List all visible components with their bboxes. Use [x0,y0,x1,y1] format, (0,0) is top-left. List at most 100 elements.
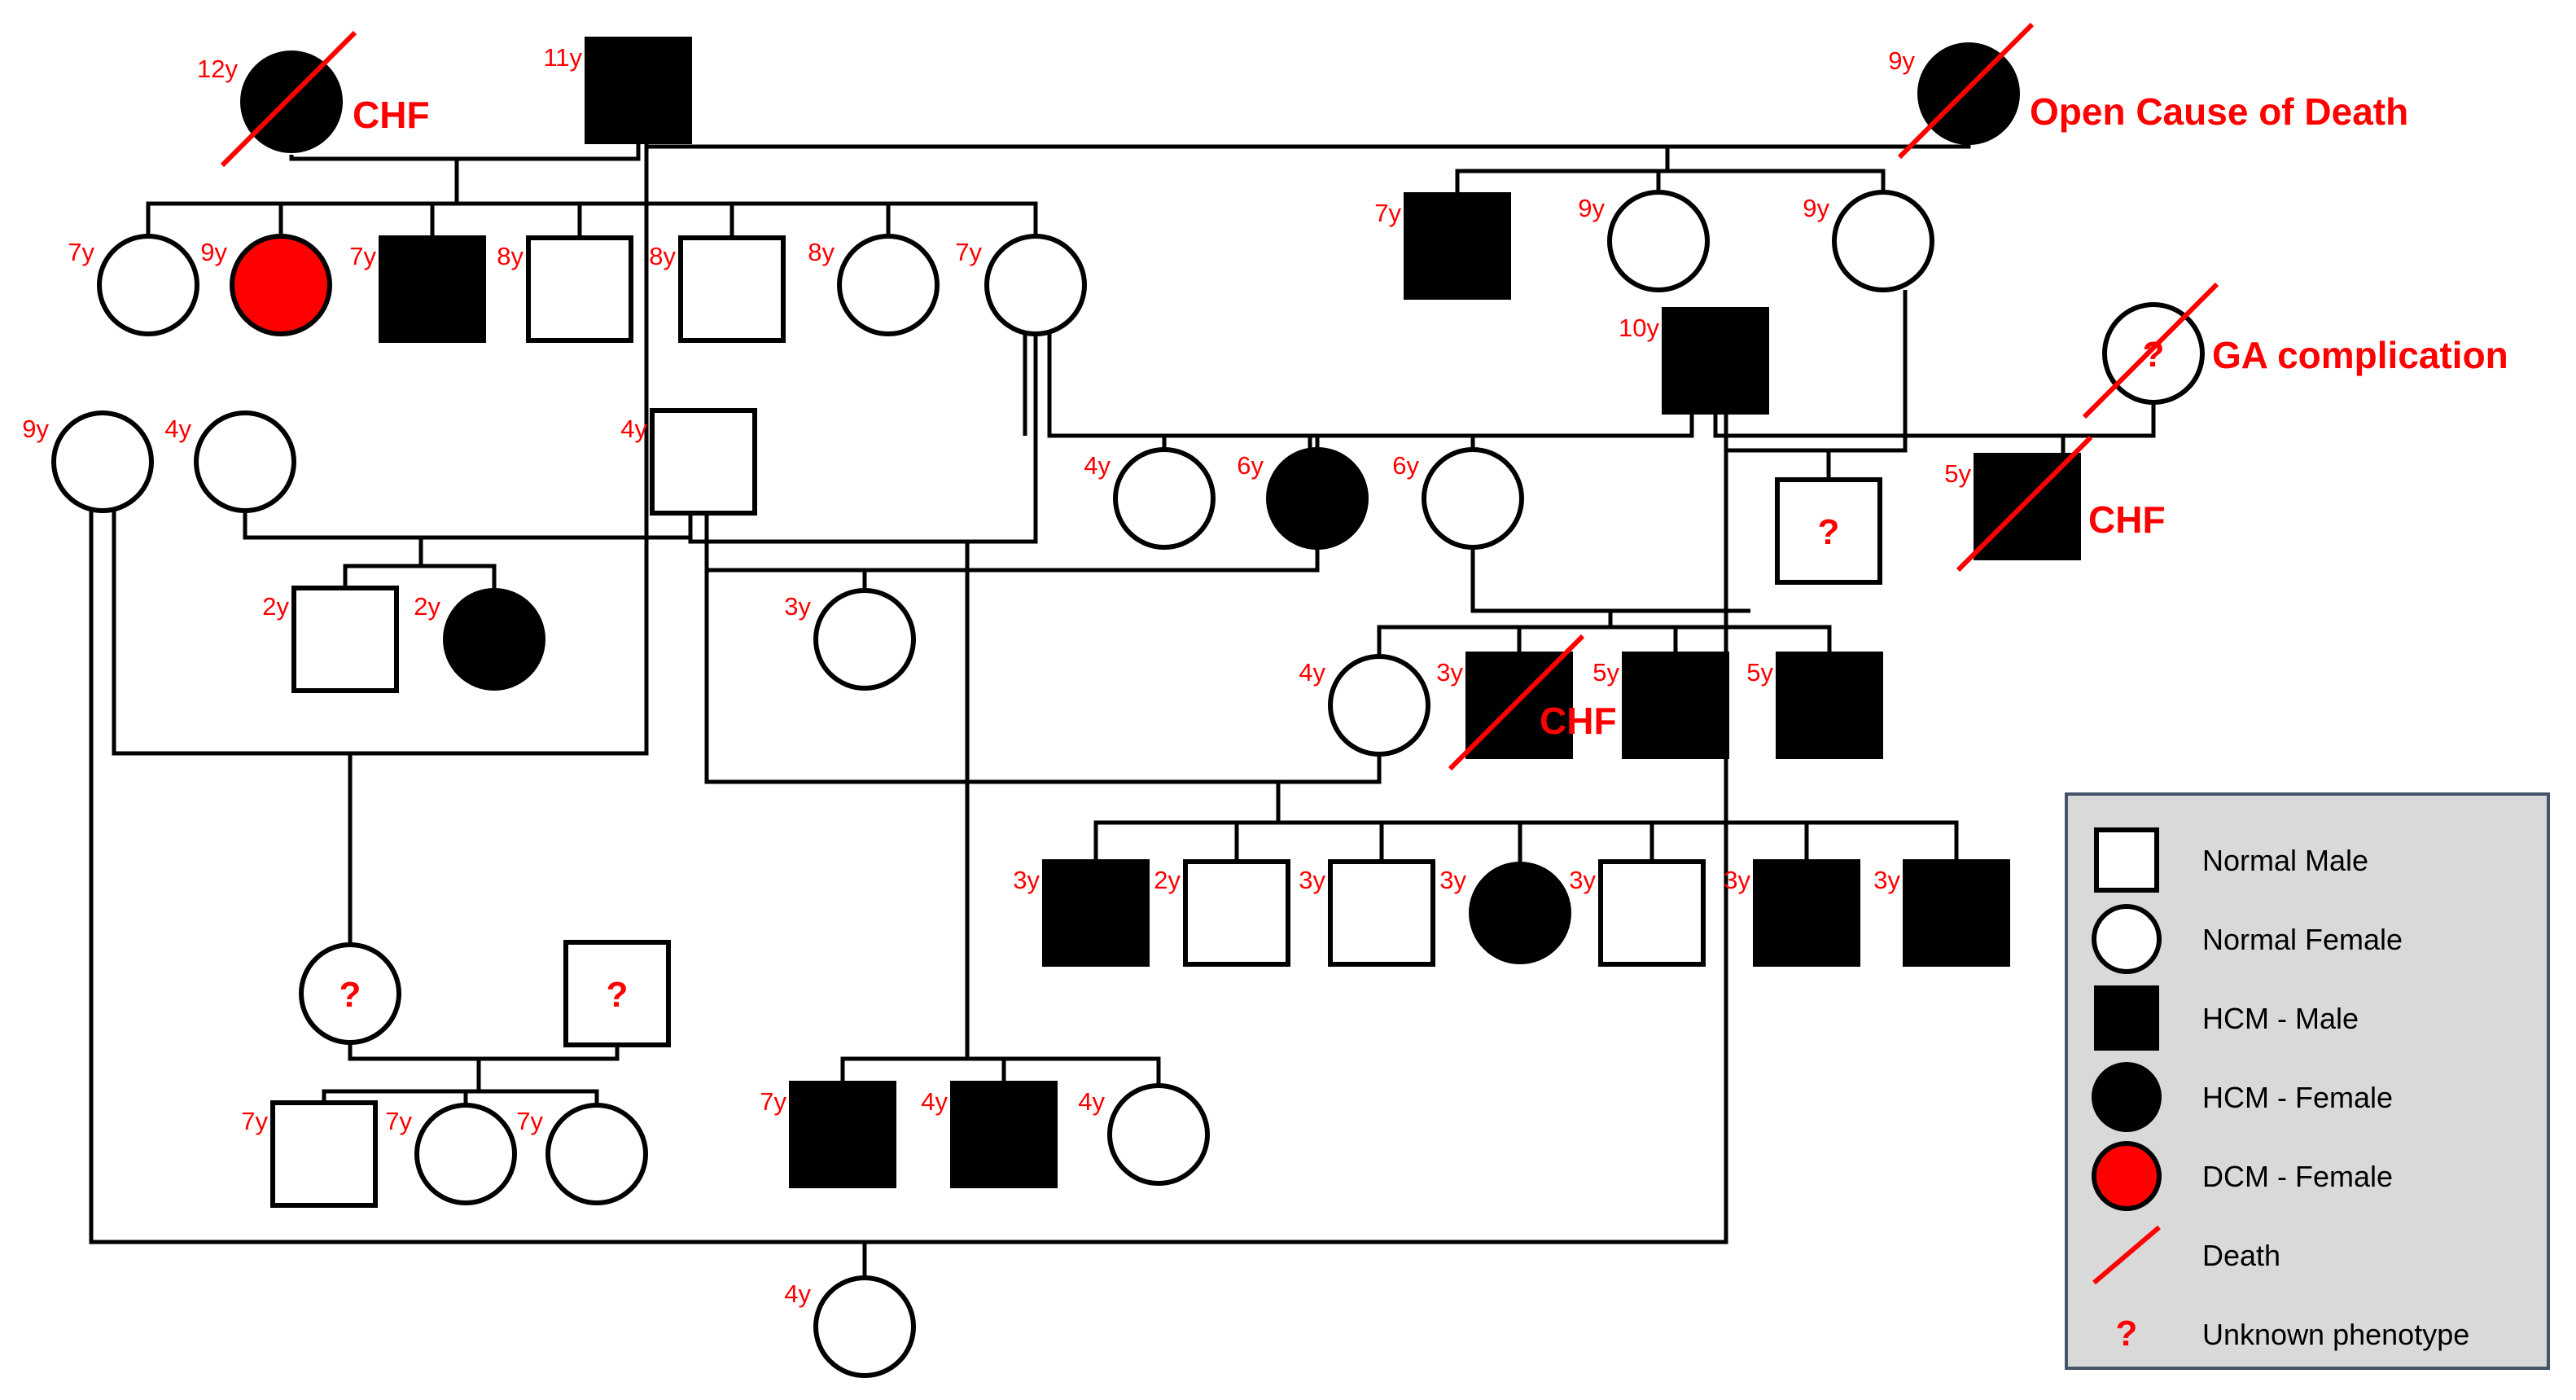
cause-of-death-label: CHF [353,94,430,136]
cause-of-death-label: CHF [2088,498,2166,541]
individual-i40: 7y [241,1100,378,1208]
age-label: 3y [1873,866,1900,894]
age-label: 7y [760,1087,786,1116]
age-label: 3y [1013,866,1040,894]
female-circle-normal-symbol [1832,190,1934,292]
male-square-normal-symbol [650,408,757,516]
relationship-line [1762,290,1908,453]
individual-i44: 4y [921,1081,1058,1188]
individual-i19: 4y [1084,447,1216,550]
female-circle-normal-symbol [984,234,1087,336]
female-circle-hcm-symbol [1917,42,2020,145]
male-square-hcm-symbol [1753,859,1860,967]
individual-i8: 8y [649,235,786,343]
relationship-line [1047,334,1694,438]
age-label: 12y [197,55,238,83]
individual-i25: 2y [414,588,545,691]
individual-i16: 9y [22,410,154,513]
legend-label: Normal Female [2202,923,2403,956]
individual-i24: 2y [262,586,399,693]
relationship-lines [89,143,2156,1278]
female-circle-normal-symbol [97,234,199,336]
male-square-normal-symbol [1598,859,1706,967]
female-circle-normal-symbol [813,1275,916,1378]
individual-i12: 9y [1578,190,1710,292]
legend-item: Normal Female [2092,904,2403,974]
age-label: 4y [921,1087,948,1116]
cause-of-death-label: CHF [1540,700,1617,742]
legend-item: HCM - Male [2094,985,2359,1051]
legend-hcm-male-symbol [2094,985,2159,1051]
individual-i35: 3y [1569,859,1706,967]
female-circle-normal-symbol [813,588,916,691]
legend-label: DCM - Female [2202,1160,2393,1193]
individual-i20: 6y [1237,447,1369,550]
legend-item: ?Unknown phenotype [2116,1314,2470,1354]
individual-i30: 5y [1746,652,1883,759]
individual-i10: 7y [955,234,1087,336]
relationship-line [704,513,1382,784]
cause-of-death-label: GA complication [2212,334,2508,376]
death-slash [2082,282,2219,419]
individual-i2: 11y [543,37,692,144]
individual-i29: 5y [1592,652,1729,759]
female-circle-normal-symbol [1422,447,1524,550]
age-label: 7y [955,238,982,266]
individual-i5: 9y [200,234,332,336]
age-label: 4y [1299,658,1325,687]
female-circle-hcm-symbol [443,588,545,691]
relationship-line [1470,547,1750,613]
age-label: 10y [1619,314,1659,342]
legend-label: HCM - Male [2202,1002,2359,1035]
individual-i22: ? [1775,477,1882,585]
age-label: 3y [1724,866,1750,894]
unknown-phenotype-mark: ? [1818,512,1840,552]
individual-i36: 3y [1724,859,1860,967]
female-circle-hcm-symbol [1266,447,1369,550]
legend-label: HCM - Female [2202,1081,2393,1114]
male-square-normal-symbol [1328,859,1435,967]
relationship-line [1713,402,2156,438]
male-square-hcm-symbol [789,1081,896,1188]
legend-dcm-female-symbol [2092,1141,2162,1211]
relationship-line [1455,169,1886,195]
individual-i41: 7y [385,1103,517,1205]
age-label: 2y [262,592,289,621]
relationship-line [112,143,649,756]
legend-hcm-female-symbol [2092,1062,2162,1132]
age-label: 7y [385,1107,412,1135]
legend-unknown-mark: ? [2116,1314,2138,1354]
individual-i17: 4y [164,410,296,513]
individual-i9: 8y [808,234,940,336]
age-label: 2y [414,592,440,621]
age-label: 3y [1299,866,1325,894]
male-square-hcm-symbol [1974,453,2081,560]
male-square-hcm-symbol [1903,859,2010,967]
female-circle-dcm-symbol [230,234,332,336]
relationship-line [1093,820,1959,862]
legend-death-slash [2092,1225,2161,1285]
individual-i11: 7y [1374,192,1511,300]
relationship-line [688,334,1038,544]
age-label: 5y [1944,459,1971,488]
relationship-line [243,511,690,540]
female-circle-normal-symbol [1328,654,1430,757]
individual-i45: 4y [1078,1083,1210,1186]
death-slash [220,30,357,168]
male-square-normal-symbol [1183,859,1290,967]
individual-i4: 7y [68,234,199,336]
legend-label: Death [2202,1239,2280,1272]
age-label: 3y [1436,658,1463,687]
legend-normal-female-symbol [2092,904,2162,974]
age-label: 6y [1392,451,1419,480]
legend-item: Normal Male [2094,827,2368,893]
individual-i21: 6y [1392,447,1524,550]
female-circle-normal-symbol [1107,1083,1210,1186]
female-circle-normal-symbol [1113,447,1216,550]
male-square-normal-symbol [526,235,633,343]
cause-of-death-label: Open Cause of Death [2030,90,2408,133]
